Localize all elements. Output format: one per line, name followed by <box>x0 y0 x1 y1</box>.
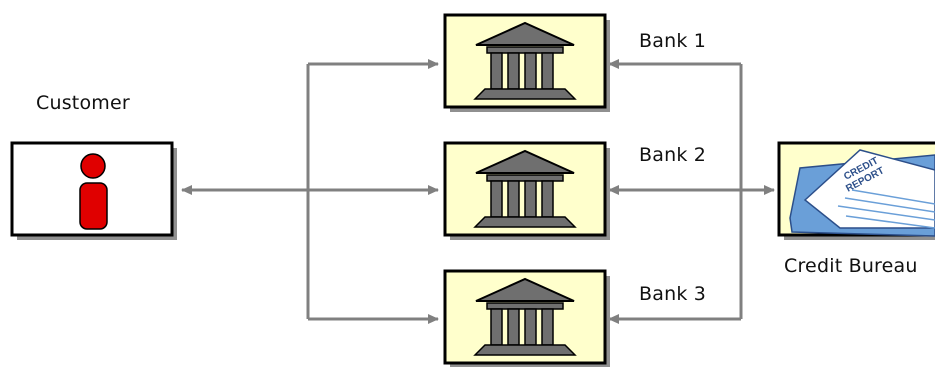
credit-report-icon: CREDIT REPORT <box>789 149 935 237</box>
credit-bureau-node: CREDIT REPORT <box>777 141 935 240</box>
credit-bureau-label: Credit Bureau <box>784 255 918 277</box>
bank-building-icon <box>473 277 577 356</box>
person-icon <box>79 153 108 230</box>
bank-building-icon <box>473 149 577 228</box>
customer-node <box>10 141 177 240</box>
bank3-label: Bank 3 <box>639 283 707 305</box>
bank2-label: Bank 2 <box>639 144 707 166</box>
bank1-label: Bank 1 <box>639 30 707 52</box>
customer-label: Customer <box>36 92 130 114</box>
bank-building-icon <box>473 21 577 100</box>
bank-node-3 <box>443 269 610 367</box>
connectors <box>181 59 775 324</box>
bank-node-2 <box>443 141 610 240</box>
bank-node-1 <box>443 13 610 112</box>
